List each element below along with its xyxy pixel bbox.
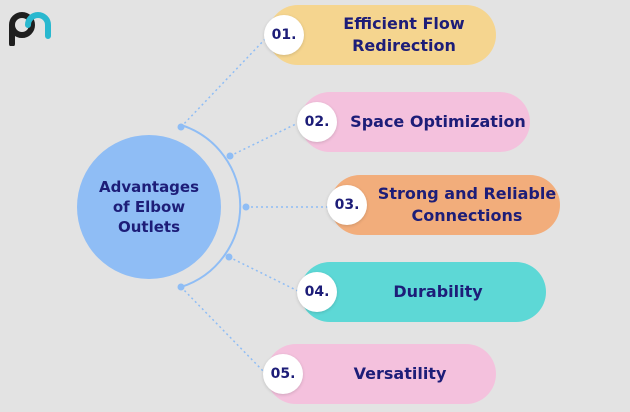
item-pill-1: Efficient Flow Redirection [268, 5, 496, 65]
item-label-5: Versatility [353, 364, 447, 383]
item-label-1: Efficient Flow Redirection [343, 14, 465, 55]
item-number-4: 04. [297, 272, 337, 312]
hub-circle: Advantages of Elbow Outlets [77, 135, 221, 279]
item-number-3: 03. [327, 185, 367, 225]
connector-branch-2 [226, 121, 301, 160]
connector-branch-4 [225, 253, 301, 293]
item-label-4: Durability [393, 282, 483, 301]
item-pill-4: Durability [300, 262, 546, 322]
item-number-2: 02. [297, 102, 337, 142]
item-pill-2: Space Optimization [300, 92, 530, 152]
brand-logo-icon [9, 12, 51, 46]
item-number-1: 01. [264, 15, 304, 55]
item-label-3: Strong and Reliable Connections [377, 184, 557, 225]
item-number-5: 05. [263, 354, 303, 394]
item-label-2: Space Optimization [350, 112, 526, 131]
connector-arc [180, 124, 242, 288]
connector-branch-1 [177, 35, 269, 131]
item-pill-5: Versatility [266, 344, 496, 404]
connector-branch-5 [177, 283, 267, 375]
hub-label: Advantages of Elbow Outlets [98, 178, 200, 236]
connector-branch-3 [242, 203, 330, 211]
item-pill-3: Strong and Reliable Connections [330, 175, 560, 235]
